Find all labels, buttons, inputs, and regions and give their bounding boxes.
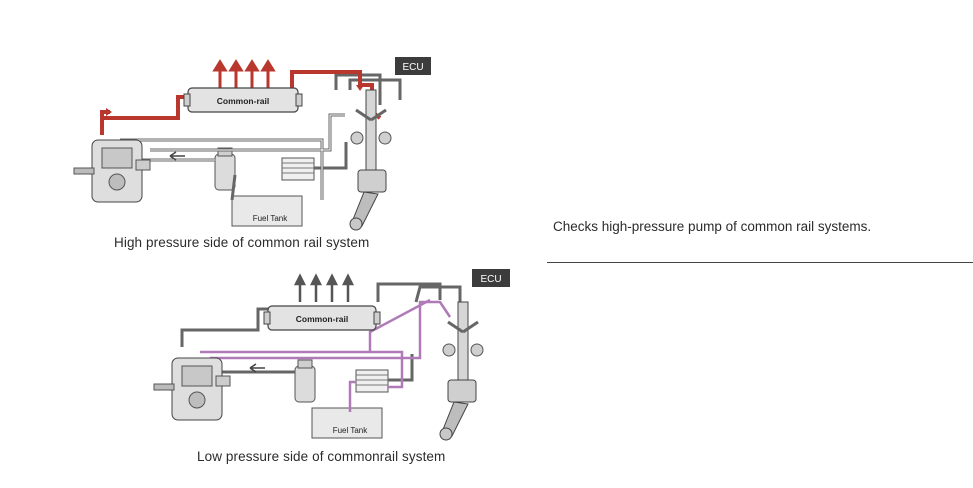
top-caption: High pressure side of common rail system (114, 235, 370, 250)
bottom-caption: Low pressure side of commonrail system (197, 449, 446, 464)
piston (349, 169, 387, 231)
description-text: Checks high-pressure pump of common rail… (553, 219, 872, 234)
fuel-tank-label: Fuel Tank (253, 214, 289, 223)
ecu-label: ECU (480, 274, 501, 285)
low-pressure-diagram: Fuel Tank (140, 262, 520, 452)
fuel-filter (294, 359, 316, 403)
fuel-filter (214, 147, 236, 191)
piston (439, 379, 477, 441)
fuel-tank: Fuel Tank (231, 195, 303, 227)
flow-arrow-icon (249, 363, 265, 373)
flow-arrow-icon (169, 151, 185, 161)
outlet-arrows-icon (212, 59, 276, 90)
ecu-box: ECU (472, 269, 510, 287)
fuel-tank: Fuel Tank (311, 407, 383, 439)
high-pressure-pump (153, 357, 231, 421)
common-rail-label: Common-rail (217, 96, 269, 106)
ecu-label: ECU (402, 62, 423, 73)
outlet-arrows-icon (293, 273, 355, 302)
ecu-box: ECU (395, 57, 431, 75)
divider-line (547, 262, 973, 263)
fuel-cooler (281, 157, 315, 181)
fuel-cooler (355, 369, 389, 393)
high-pressure-diagram: Fuel Tank (60, 50, 440, 240)
common-rail-label: Common-rail (296, 314, 348, 324)
common-rail: Common-rail (263, 305, 381, 331)
common-rail: Common-rail (183, 87, 303, 113)
high-pressure-lines (180, 282, 462, 382)
low-pressure-lines (200, 298, 452, 412)
fuel-tank-label: Fuel Tank (333, 426, 369, 435)
high-pressure-pump (73, 139, 151, 203)
injector (350, 89, 392, 181)
